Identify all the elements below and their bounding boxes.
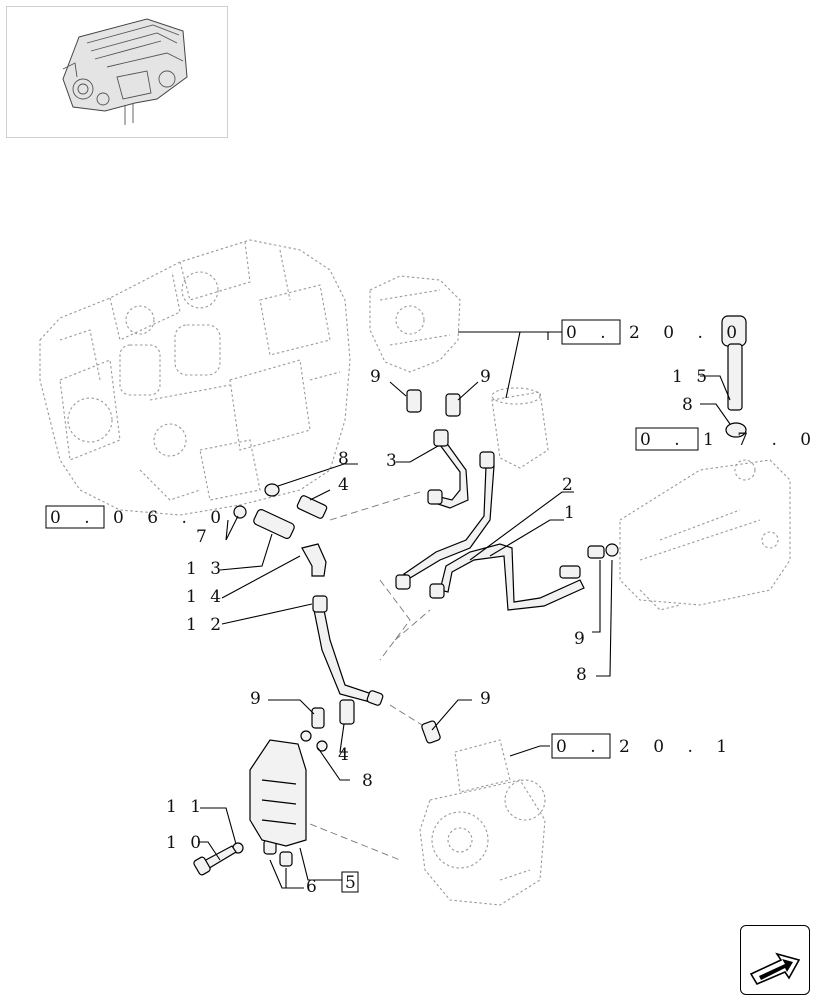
callout-7: 7 bbox=[196, 527, 211, 547]
callout-6: 6 bbox=[306, 877, 321, 897]
next-page-button[interactable] bbox=[740, 925, 810, 995]
callout-8c: 8 bbox=[576, 665, 591, 685]
callout-9d: 9 bbox=[574, 629, 589, 649]
washer-7 bbox=[233, 505, 247, 519]
ref-rest: 7 . 0 bbox=[737, 430, 816, 450]
callout-1: 1 bbox=[564, 503, 579, 523]
callout-12: 1 2 bbox=[186, 615, 225, 635]
filter-cover-5[interactable] bbox=[249, 739, 307, 847]
callout-2: 2 bbox=[562, 475, 577, 495]
fuel-pipe-1[interactable] bbox=[429, 543, 585, 611]
fitting-4a bbox=[296, 495, 328, 519]
washer-8d2 bbox=[316, 740, 328, 752]
fuel-pipe-2[interactable] bbox=[395, 451, 495, 590]
callout-9a: 9 bbox=[370, 367, 385, 387]
callout-9e: 9 bbox=[480, 689, 495, 709]
fitting-9b bbox=[445, 393, 461, 417]
plug-6b bbox=[279, 851, 293, 867]
reference-boxes bbox=[45, 319, 699, 893]
ref-rest: 6 . 0 bbox=[147, 508, 230, 528]
ref-rest: 0 . 1 bbox=[653, 737, 736, 757]
fuel-pipe-3[interactable] bbox=[427, 429, 469, 509]
injection-pump-outline bbox=[619, 459, 791, 611]
engine-block-outline bbox=[39, 239, 351, 516]
high-pressure-pump-outline bbox=[419, 739, 546, 906]
callout-14: 1 4 bbox=[186, 587, 225, 607]
washer-8a bbox=[264, 483, 280, 497]
fitting-4b bbox=[339, 699, 355, 725]
hose-15[interactable] bbox=[721, 315, 747, 438]
engine-thumbnail-icon bbox=[62, 18, 188, 125]
ref-boxed: 0 . 1 bbox=[640, 430, 723, 450]
callout-5: 5 bbox=[345, 873, 360, 893]
fittings[interactable] bbox=[193, 389, 619, 876]
callout-10: 1 0 bbox=[166, 833, 205, 853]
reference-labels: 0 . 2 0 . 0 0 . 1 7 . 0 0 . 0 6 . 0 0 . … bbox=[50, 323, 816, 757]
svg-text:0 . 2 0 . 0: 0 . 2 0 . 0 bbox=[566, 323, 746, 343]
callout-labels: 1 2 3 4 4 5 6 7 8 8 8 8 9 9 9 9 9 1 0 1 … bbox=[166, 367, 711, 897]
callout-13: 1 3 bbox=[186, 559, 225, 579]
callout-8b: 8 bbox=[682, 395, 697, 415]
washer-8b bbox=[725, 422, 747, 438]
svg-text:0 . 1 7 . 0: 0 . 1 7 . 0 bbox=[640, 430, 816, 450]
fuel-filter-outline bbox=[369, 275, 549, 469]
fitting-9a bbox=[406, 389, 422, 413]
ref-boxed: 0 . 0 bbox=[50, 508, 133, 528]
fitting-9d bbox=[587, 545, 605, 559]
next-page-arrow-icon bbox=[749, 952, 801, 986]
ref-boxed: 0 . 2 bbox=[566, 323, 649, 343]
washer-8c bbox=[605, 543, 619, 557]
fitting-13 bbox=[253, 509, 295, 539]
callout-9c: 9 bbox=[250, 689, 265, 709]
callout-4b: 4 bbox=[338, 745, 353, 765]
callout-15: 1 5 bbox=[672, 367, 711, 387]
washer-8d1 bbox=[300, 730, 312, 742]
engine-thumbnail[interactable] bbox=[6, 6, 228, 138]
callout-8d: 8 bbox=[362, 771, 377, 791]
callout-11: 1 1 bbox=[166, 797, 205, 817]
callout-9b: 9 bbox=[480, 367, 495, 387]
fuel-pipe-12[interactable] bbox=[312, 595, 384, 706]
svg-text:0 . 0 6 . 0: 0 . 0 6 . 0 bbox=[50, 508, 230, 528]
callout-3: 3 bbox=[386, 451, 401, 471]
callout-8a: 8 bbox=[338, 449, 353, 469]
ref-rest: 0 . 0 bbox=[663, 323, 746, 343]
ref-boxed: 0 . 2 bbox=[556, 737, 639, 757]
elbow-14 bbox=[301, 543, 327, 577]
svg-text:0 . 2 0 . 1: 0 . 2 0 . 1 bbox=[556, 737, 736, 757]
fitting-9c bbox=[311, 707, 325, 729]
callout-4a: 4 bbox=[338, 475, 353, 495]
